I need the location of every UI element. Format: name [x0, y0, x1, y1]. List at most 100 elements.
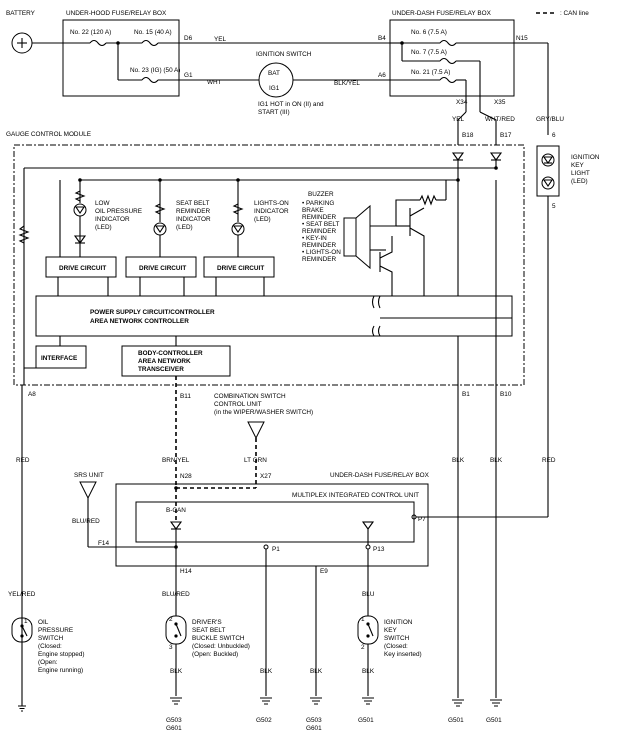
under-dash-box-label: UNDER-DASH FUSE/RELAY BOX	[392, 10, 492, 17]
wire-red-left: RED	[16, 457, 30, 464]
p13-diode	[361, 521, 375, 530]
under-dash-box-2-label: UNDER-DASH FUSE/RELAY BOX	[330, 472, 430, 479]
wire-blk-yel: BLK/YEL	[334, 80, 360, 87]
seat-belt-resistor	[154, 203, 166, 215]
buzzer-resistor	[419, 194, 437, 206]
lights-on-led	[231, 222, 245, 236]
svg-text:PRESSURE: PRESSURE	[38, 627, 73, 634]
pin-d6: D6	[184, 35, 193, 42]
ign-key-light-line-4: (LED)	[571, 178, 588, 185]
seat-belt-line-4: (LED)	[176, 224, 193, 231]
can-line-legend: : CAN line	[560, 10, 589, 17]
drive-circuit-3-label: DRIVE CIRCUIT	[217, 265, 264, 272]
buzzer-transistor-2	[379, 236, 393, 296]
pin-p1-connector	[263, 544, 269, 550]
fuse-21-label: No. 21 (7.5 A)	[411, 69, 450, 76]
wire-gry-blu: GRY/BLU	[536, 116, 564, 123]
drive-circuit-2-label: DRIVE CIRCUIT	[139, 265, 186, 272]
wire-blk-b10: BLK	[490, 457, 503, 464]
pin-b10: B10	[500, 391, 512, 398]
ig-bat-label: BAT	[268, 70, 280, 77]
ign-key-light-line-2: KEY	[571, 162, 585, 169]
buzzer-transistor-1	[409, 207, 425, 252]
wire-yel-red: YEL/RED	[8, 591, 36, 598]
combo-switch-line-3: (in the WIPER/WASHER SWITCH)	[214, 409, 313, 416]
interface-label: INTERFACE	[41, 355, 78, 362]
seat-switch-pin-2: 2	[169, 616, 173, 623]
oil-switch-labels: OIL PRESSURE SWITCH (Closed: Engine stop…	[38, 619, 85, 674]
ign-key-switch-labels: IGNITION KEY SWITCH (Closed: Key inserte…	[384, 619, 422, 658]
b-can-diode	[169, 521, 183, 530]
gauge-module-title: GAUGE CONTROL MODULE	[6, 131, 91, 138]
buzzer-items: • PARKING BRAKE REMINDER • SEAT BELT REM…	[302, 200, 341, 263]
oil-pressure-switch	[11, 617, 33, 643]
blk-label-4: BLK	[362, 668, 375, 675]
fuse-7-label: No. 7 (7.5 A)	[411, 49, 447, 56]
pin-b11: B11	[180, 393, 191, 400]
fuse-23-symbol	[141, 76, 159, 84]
ground-g502: G502	[256, 717, 272, 724]
low-oil-line-4: (LED)	[95, 224, 112, 231]
blk-label-1: BLK	[170, 668, 183, 675]
ignition-key-light-led	[541, 176, 555, 190]
ground-g501-b: G501	[448, 717, 464, 724]
wire-yel-top: YEL	[214, 36, 227, 43]
low-oil-diode	[73, 235, 87, 244]
pin-g1: G1	[184, 72, 193, 79]
fuse-7-symbol	[439, 57, 457, 65]
power-supply-line-2: AREA NETWORK CONTROLLER	[90, 318, 189, 325]
wire-blu-red-srs: BLU/RED	[72, 518, 100, 525]
fuse-21-symbol	[439, 76, 457, 84]
drive-circuit-2	[125, 256, 197, 278]
low-oil-line-1: LOW	[95, 200, 111, 207]
ground-g503-b: G503	[306, 717, 322, 724]
pin-e9: E9	[320, 568, 328, 575]
ig1-note-2: START (III)	[258, 109, 290, 116]
wire-yel-b18: YEL	[452, 116, 465, 123]
blk-label-3: BLK	[310, 668, 323, 675]
multiplex-control-unit	[135, 501, 415, 543]
fuse-22-symbol	[89, 39, 107, 47]
interface-box	[35, 345, 87, 369]
svg-text:BRAKE: BRAKE	[302, 207, 324, 214]
oil-switch-pin-1: 1	[24, 618, 28, 625]
wire-wht: WHT	[207, 79, 222, 86]
pin-h14: H14	[180, 568, 192, 575]
srs-unit-symbol	[79, 481, 97, 500]
battery-label: BATTERY	[6, 10, 36, 17]
svg-text:Key inserted): Key inserted)	[384, 651, 422, 658]
svg-text:• LIGHTS-ON: • LIGHTS-ON	[302, 249, 341, 256]
key-switch-pin-1: 1	[361, 616, 365, 623]
low-oil-resistor	[74, 190, 86, 202]
seat-belt-led	[153, 222, 167, 236]
body-ctrl-line-1: BODY-CONTROLLER	[138, 350, 203, 357]
pin-b17: B17	[500, 132, 512, 139]
lights-on-line-2: INDICATOR	[254, 208, 289, 215]
pin-a6: A6	[378, 72, 386, 79]
svg-text:IGNITION: IGNITION	[384, 619, 413, 626]
svg-text:OIL: OIL	[38, 619, 49, 626]
power-supply-controller	[35, 295, 513, 337]
wire-blu-red: BLU/RED	[162, 591, 190, 598]
combo-switch-line-1: COMBINATION SWITCH	[214, 393, 286, 400]
ig-ig1-label: IG1	[269, 85, 280, 92]
fuse-22-label: No. 22 (120 A)	[70, 29, 111, 36]
combo-switch-symbol	[247, 421, 265, 440]
ground-g501-c: G501	[486, 717, 502, 724]
drive-circuit-1	[45, 256, 117, 278]
buzzer-symbol	[343, 204, 371, 270]
lights-on-resistor	[232, 203, 244, 215]
body-ctrl-line-3: TRANSCEIVER	[138, 366, 184, 373]
pin-n15: N15	[516, 35, 528, 42]
key-switch-pin-2: 2	[361, 644, 365, 651]
pin-b1: B1	[462, 391, 470, 398]
svg-text:REMINDER: REMINDER	[302, 228, 336, 235]
fuse-15-symbol	[141, 39, 159, 47]
pin-5: 5	[552, 203, 556, 210]
svg-text:REMINDER: REMINDER	[302, 256, 336, 263]
pin-p1: P1	[272, 546, 280, 553]
ground-symbols	[18, 697, 502, 712]
combo-switch-line-2: CONTROL UNIT	[214, 401, 262, 408]
under-hood-fuse-box	[62, 19, 180, 97]
